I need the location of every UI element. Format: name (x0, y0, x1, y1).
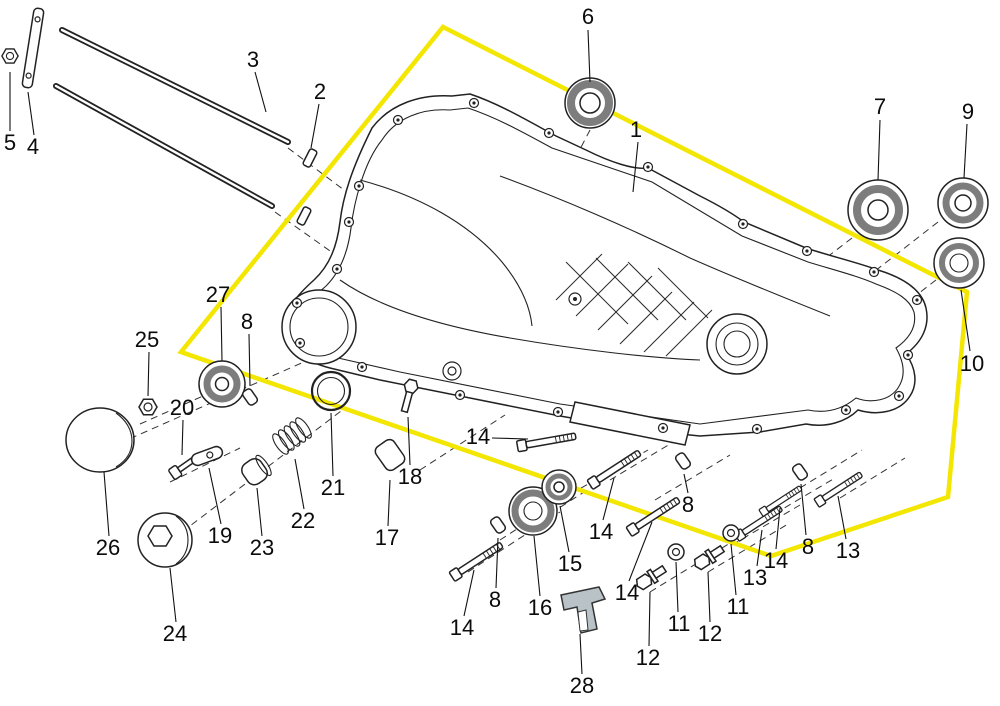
hex-nut (138, 398, 158, 416)
washer (722, 524, 740, 542)
leader-lines (9, 29, 971, 675)
ball-bearing (937, 177, 989, 229)
spring-cup (241, 454, 272, 486)
coil-spring (272, 417, 312, 455)
crankcase-cover (281, 93, 928, 446)
lock-plate (190, 445, 224, 467)
dowel-pin (302, 148, 318, 168)
bearing-ring (933, 237, 985, 289)
dowel-pin (790, 461, 810, 483)
oil-seal (508, 486, 558, 536)
bushing (374, 438, 406, 472)
oil-seal (564, 77, 616, 129)
dowel-pin (673, 450, 693, 472)
small-bolt (400, 378, 419, 414)
hatch-pattern (555, 253, 713, 357)
shaft-rod (53, 27, 291, 209)
ball-bearing (541, 469, 577, 505)
drain-plug (137, 512, 193, 568)
right-boss (706, 313, 768, 375)
flange-bolt (625, 494, 683, 538)
flange-bolt (586, 447, 644, 491)
flange-bolt (690, 542, 727, 573)
retainer-bracket (560, 586, 607, 634)
dowel-pin (488, 514, 508, 536)
dowel-pin (296, 206, 312, 226)
ball-bearing (198, 360, 246, 408)
flange-bolt (515, 429, 578, 453)
o-ring (310, 370, 352, 412)
bracket-strip (21, 7, 45, 89)
hex-nut (1, 48, 19, 64)
flange-bolt (632, 562, 669, 593)
parts (1, 7, 989, 634)
yellow-highlight-outline (177, 24, 970, 559)
dome-cap (65, 407, 135, 473)
ball-bearing (847, 179, 909, 241)
washer (667, 543, 685, 561)
